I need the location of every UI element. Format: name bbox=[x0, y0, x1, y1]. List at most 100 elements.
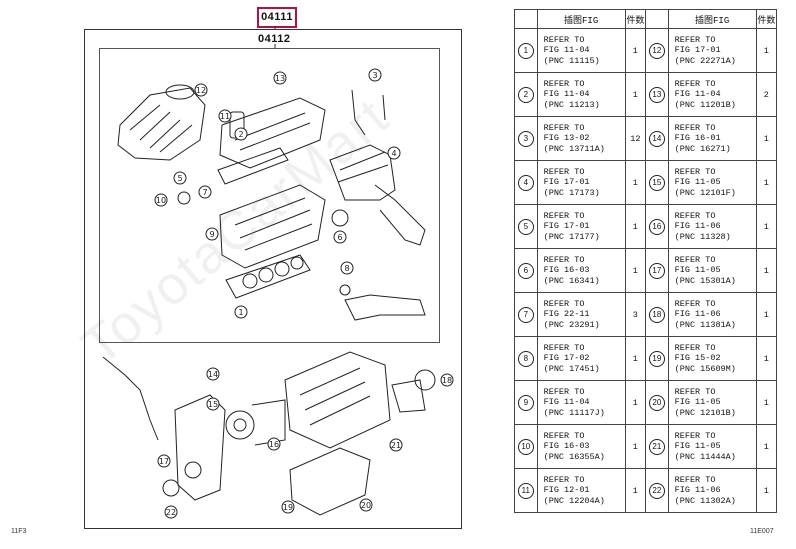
ref-line: REFER TO bbox=[674, 474, 716, 485]
footer-right-code: 11E007 bbox=[750, 528, 774, 535]
callout-22: 22 bbox=[166, 508, 176, 517]
quantity-cell: 1 bbox=[755, 292, 778, 337]
table-header-row: 插图FIG 件数 插图FIG 件数 bbox=[514, 9, 778, 29]
header-qty-2: 件数 bbox=[755, 9, 778, 29]
small-ring bbox=[339, 284, 351, 296]
quantity-cell: 1 bbox=[755, 160, 778, 205]
ref-line: (PNC 12101F) bbox=[674, 187, 736, 198]
ref-line: (PNC 16271) bbox=[674, 143, 731, 154]
item-number: 6 bbox=[517, 262, 534, 279]
callout-6: 6 bbox=[337, 233, 342, 242]
ref-line: REFER TO bbox=[543, 254, 585, 265]
callout-2: 2 bbox=[238, 130, 243, 139]
quantity: 1 bbox=[763, 221, 769, 232]
item-number-cell: 4 bbox=[514, 160, 538, 205]
item-number-cell: 1 bbox=[514, 28, 538, 73]
quantity: 1 bbox=[632, 353, 638, 364]
item-number: 15 bbox=[648, 174, 665, 191]
ref-line: FIG 17-01 bbox=[674, 45, 721, 56]
ref-line: FIG 11-05 bbox=[674, 177, 721, 188]
quantity-cell: 1 bbox=[624, 72, 647, 117]
callout-15: 15 bbox=[208, 400, 218, 409]
ref-line: (PNC 11444A) bbox=[674, 451, 736, 462]
quantity-cell: 1 bbox=[624, 248, 647, 293]
item-number-cell: 18 bbox=[645, 292, 669, 337]
ref-line: (PNC 12204A) bbox=[543, 495, 605, 506]
ref-line: FIG 13-02 bbox=[543, 133, 590, 144]
ref-line: (PNC 12101B) bbox=[674, 407, 736, 418]
item-number-cell: 5 bbox=[514, 204, 538, 249]
item-number: 17 bbox=[648, 262, 665, 279]
ref-line: (PNC 17451) bbox=[543, 363, 600, 374]
ref-line: REFER TO bbox=[674, 386, 716, 397]
quantity-cell: 1 bbox=[755, 424, 778, 469]
callout-1: 1 bbox=[238, 308, 243, 317]
ref-line: FIG 17-01 bbox=[543, 177, 590, 188]
item-number-cell: 20 bbox=[645, 380, 669, 425]
item-number: 9 bbox=[517, 394, 534, 411]
ref-line: FIG 11-05 bbox=[674, 265, 721, 276]
valve-cover-gasket bbox=[217, 147, 289, 185]
item-number-cell: 16 bbox=[645, 204, 669, 249]
callout-20: 20 bbox=[361, 501, 371, 510]
quantity-cell: 1 bbox=[624, 424, 647, 469]
item-number: 21 bbox=[648, 438, 665, 455]
ref-line: (PNC 22271A) bbox=[674, 55, 736, 66]
ref-line: REFER TO bbox=[543, 474, 585, 485]
item-number: 7 bbox=[517, 306, 534, 323]
callout-13: 13 bbox=[275, 74, 285, 83]
callout-9: 9 bbox=[209, 230, 214, 239]
ref-line: (PNC 15301A) bbox=[674, 275, 736, 286]
ref-line: (PNC 17177) bbox=[543, 231, 600, 242]
ref-line: REFER TO bbox=[674, 430, 716, 441]
quantity-cell: 1 bbox=[755, 468, 778, 513]
footer-left-code: 11F3 bbox=[11, 528, 27, 535]
quantity: 1 bbox=[763, 353, 769, 364]
ref-line: (PNC 11328) bbox=[674, 231, 731, 242]
exhaust-manifold bbox=[329, 144, 426, 246]
quantity: 1 bbox=[763, 265, 769, 276]
item-number: 1 bbox=[517, 42, 534, 59]
ref-line: FIG 11-05 bbox=[674, 441, 721, 452]
ref-line: REFER TO bbox=[674, 34, 716, 45]
quantity: 2 bbox=[763, 89, 769, 100]
ref-line: (PNC 16355A) bbox=[543, 451, 605, 462]
ref-line: (PNC 15609M) bbox=[674, 363, 736, 374]
callout-11: 11 bbox=[220, 112, 230, 121]
item-number-cell: 22 bbox=[645, 468, 669, 513]
header-num-2 bbox=[645, 9, 669, 29]
quantity: 12 bbox=[630, 133, 641, 144]
ref-line: REFER TO bbox=[543, 298, 585, 309]
item-number-cell: 3 bbox=[514, 116, 538, 161]
quantity-cell: 12 bbox=[624, 116, 647, 161]
quantity-cell: 1 bbox=[624, 204, 647, 249]
ref-line: FIG 11-05 bbox=[674, 397, 721, 408]
ref-line: REFER TO bbox=[543, 122, 585, 133]
item-number-cell: 9 bbox=[514, 380, 538, 425]
cylinder-head bbox=[219, 184, 326, 269]
quantity: 1 bbox=[632, 397, 638, 408]
quantity: 1 bbox=[632, 89, 638, 100]
ref-line: (PNC 23291) bbox=[543, 319, 600, 330]
ref-line: REFER TO bbox=[674, 254, 716, 265]
header-qty-1: 件数 bbox=[624, 9, 647, 29]
item-number: 13 bbox=[648, 86, 665, 103]
ref-line: REFER TO bbox=[543, 386, 585, 397]
callout-7: 7 bbox=[202, 188, 207, 197]
ref-line: (PNC 13711A) bbox=[543, 143, 605, 154]
ref-line: (PNC 11201B) bbox=[674, 99, 736, 110]
item-number: 11 bbox=[517, 482, 534, 499]
quantity: 1 bbox=[763, 309, 769, 320]
